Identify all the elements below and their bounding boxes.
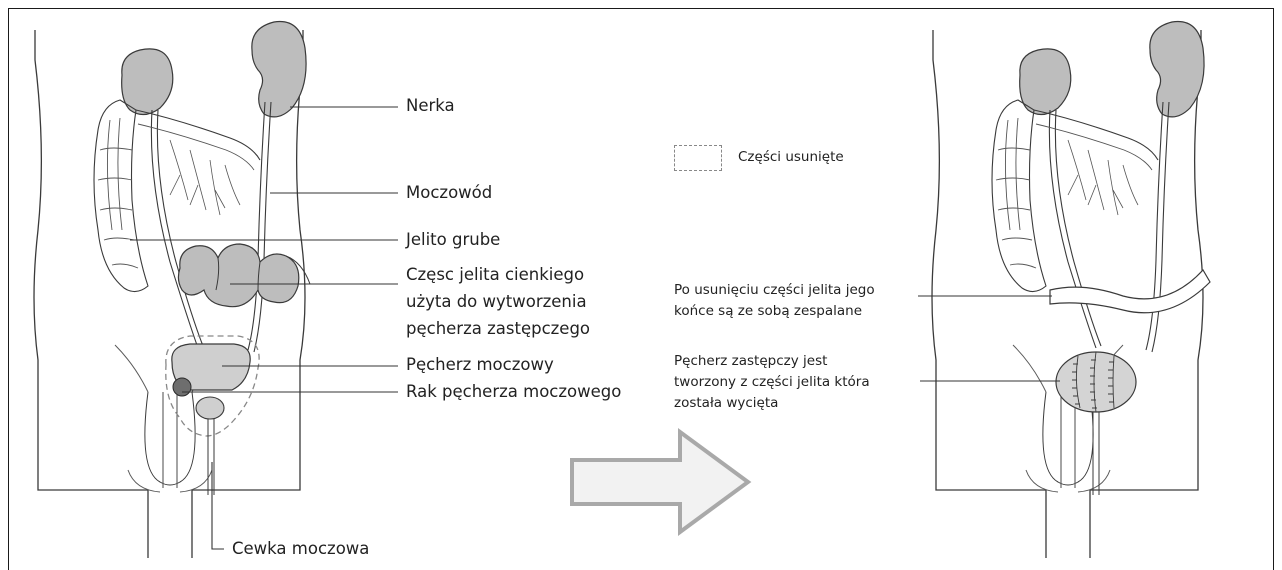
label-urethra: Cewka moczowa — [232, 539, 370, 558]
label-small-intestine-line-2: użyta do wytworzenia — [406, 292, 587, 311]
label-new-bladder-line-3: została wycięta — [674, 395, 779, 411]
label-bladder-cancer: Rak pęcherza moczowego — [406, 382, 622, 401]
label-new-bladder-line-1: Pęcherz zastępczy jest — [674, 353, 828, 369]
label-intestine-join-line-1: Po usunięciu części jelita jego — [674, 282, 875, 298]
legend-dashed-box — [674, 145, 722, 171]
label-intestine-join-line-2: końce są ze sobą zespalane — [674, 303, 863, 319]
label-bladder: Pęcherz moczowy — [406, 355, 554, 374]
label-ureter: Moczowód — [406, 183, 493, 202]
legend-removed-label: Części usunięte — [738, 149, 844, 165]
label-small-intestine-line-1: Częsc jelita cienkiego — [406, 265, 585, 284]
label-small-intestine-line-3: pęcherza zastępczego — [406, 319, 591, 338]
label-kidney: Nerka — [406, 96, 455, 115]
label-new-bladder-line-2: tworzony z części jelita która — [674, 374, 870, 390]
label-colon: Jelito grube — [406, 230, 501, 249]
